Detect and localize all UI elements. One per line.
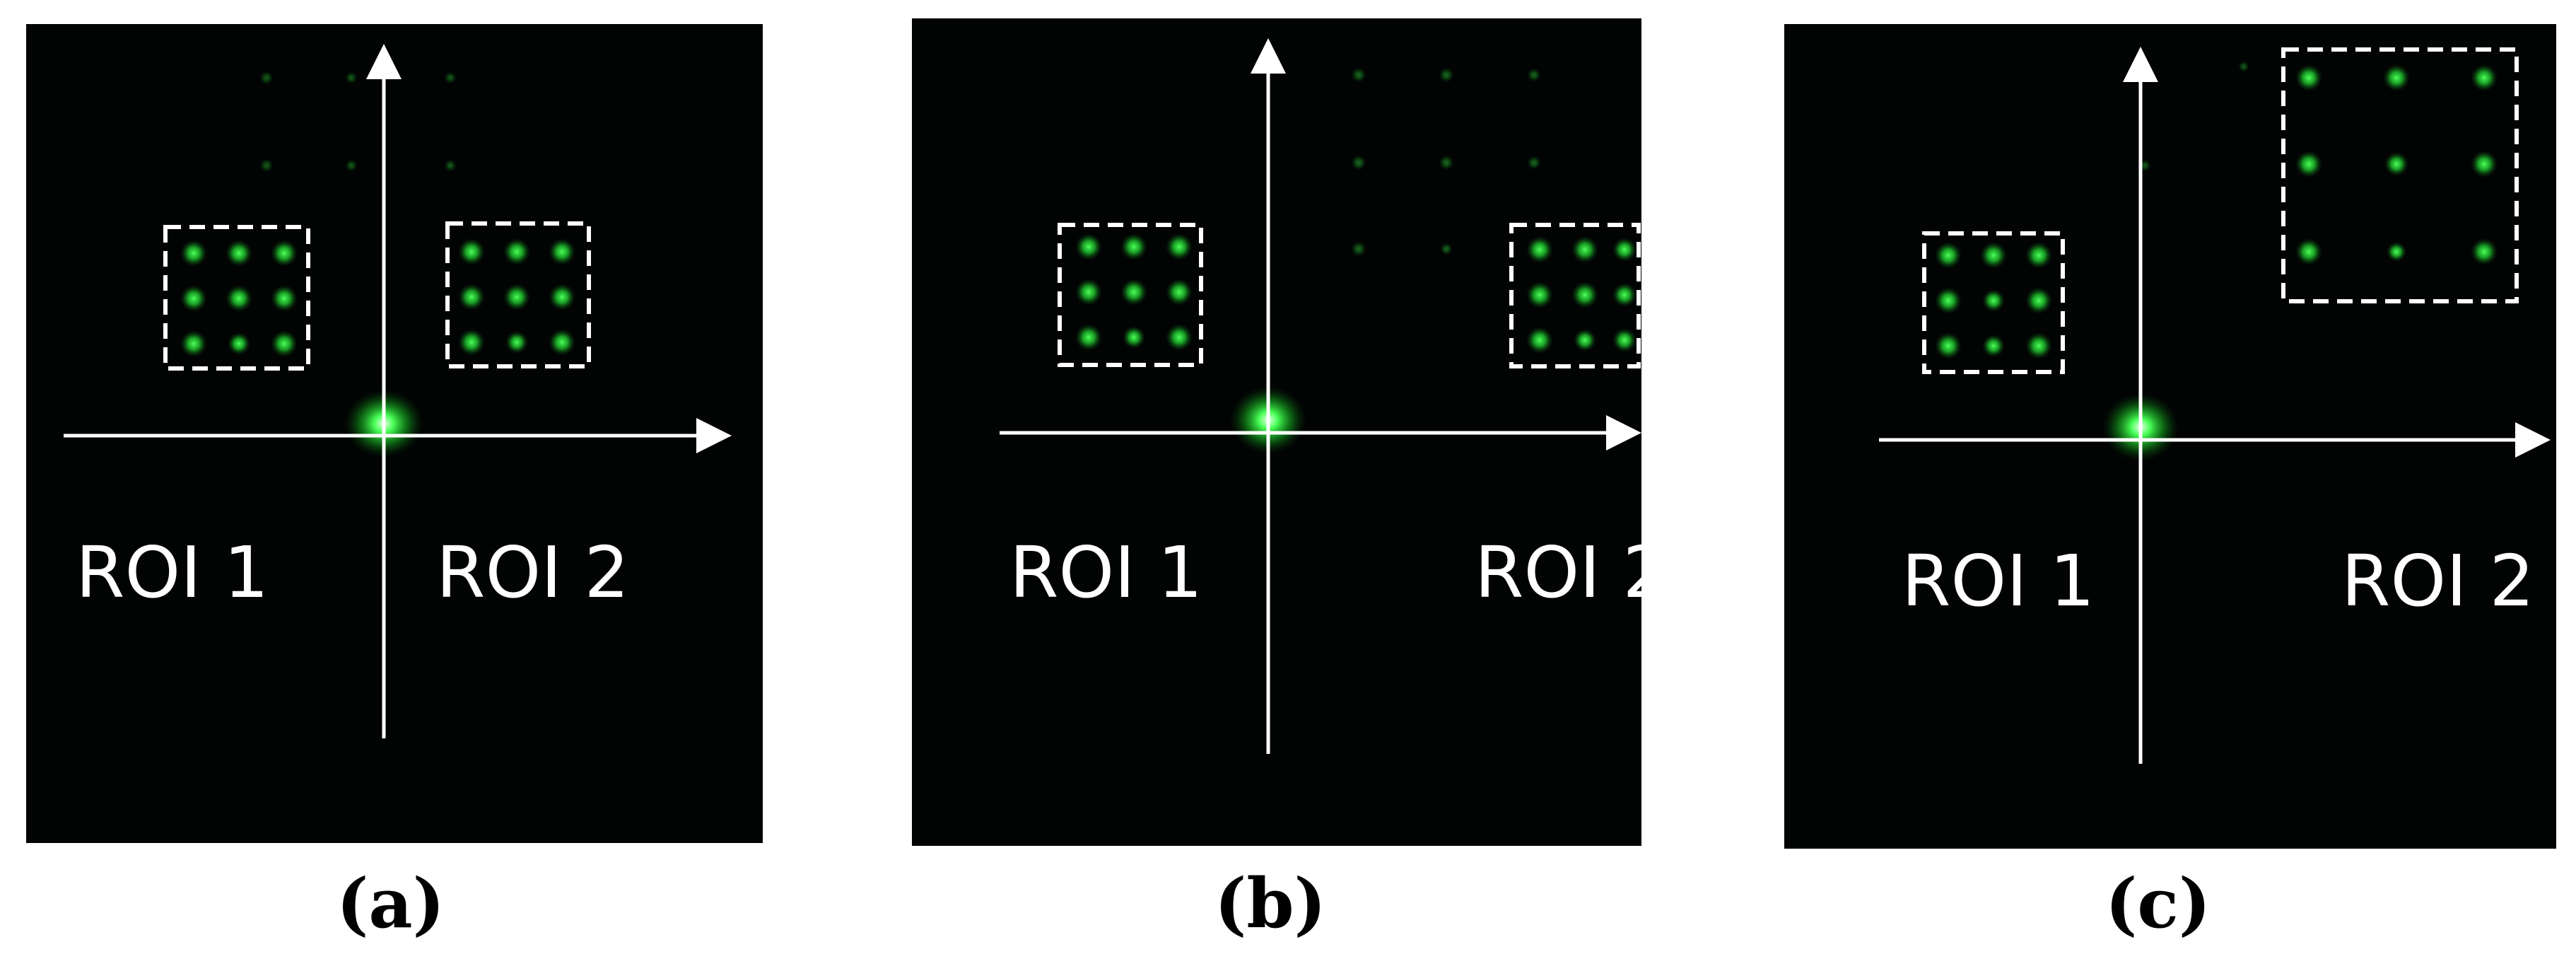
diffraction-scene-b — [1000, 38, 1641, 754]
spot-grid-left — [180, 240, 298, 357]
spot-grid-left — [1075, 233, 1193, 351]
spot-grid-right — [458, 238, 575, 356]
caption-a: (a) — [336, 864, 445, 943]
caption-b: (b) — [1214, 864, 1326, 943]
diffraction-scene-a — [64, 44, 732, 738]
roi-box-left — [1058, 223, 1203, 367]
caption-c: (c) — [2105, 864, 2211, 943]
spot-grid-right — [2295, 64, 2498, 265]
spot-grid-right — [1526, 236, 1637, 354]
roi-1-label: ROI 1 — [1902, 540, 2095, 622]
diffraction-image-b: ROI 1 ROI 2 — [912, 18, 1641, 846]
roi-2-label: ROI 2 — [1475, 531, 1641, 614]
roi-2-label: ROI 2 — [2341, 540, 2535, 622]
roi-1-label: ROI 1 — [1009, 531, 1203, 614]
faint-spots — [259, 71, 457, 173]
roi-1-label: ROI 1 — [76, 531, 269, 614]
faint-spots — [2138, 61, 2249, 172]
diffraction-image-a: ROI 1 ROI 2 — [26, 24, 763, 843]
spot-grid-left — [1935, 242, 2052, 359]
roi-box-left — [1922, 231, 2065, 374]
diffraction-scene-c — [1879, 47, 2551, 764]
roi-box-right — [1509, 223, 1641, 368]
faint-spots — [1351, 67, 1541, 257]
roi-box-right — [2281, 47, 2519, 303]
roi-2-label: ROI 2 — [436, 531, 630, 614]
diffraction-image-c: ROI 1 ROI 2 — [1784, 24, 2556, 849]
